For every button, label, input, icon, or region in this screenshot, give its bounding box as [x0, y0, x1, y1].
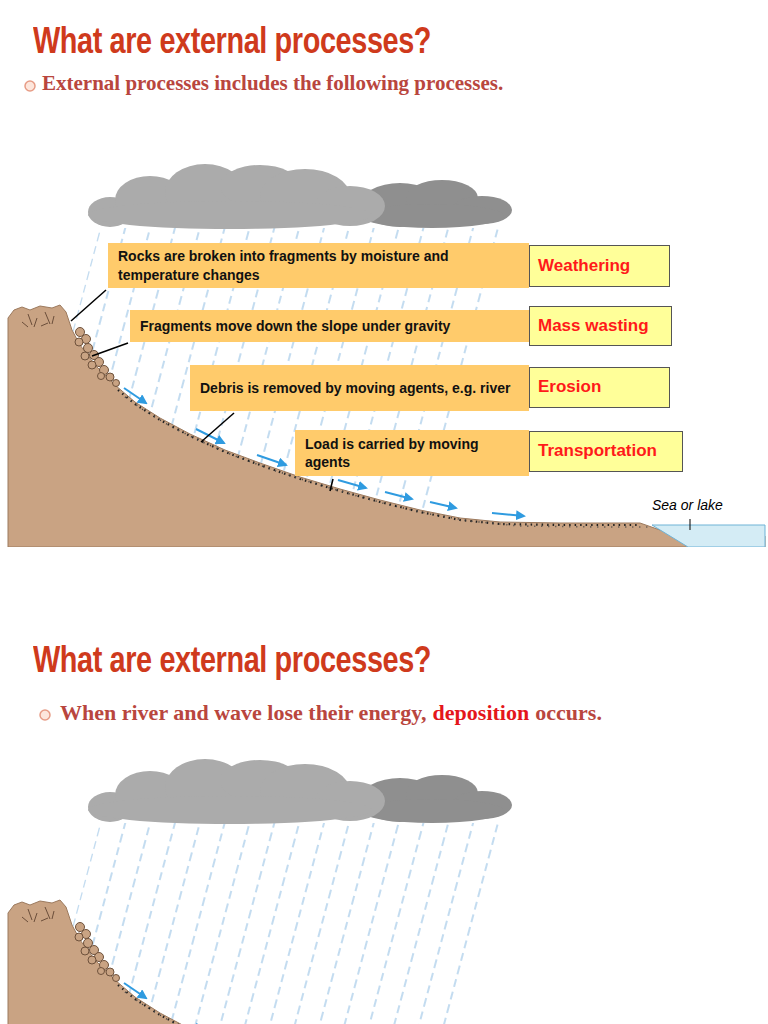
box-text: Mass wasting — [538, 316, 663, 336]
key-term: deposition — [433, 700, 530, 725]
bullet-marker — [40, 710, 50, 720]
bullet-text: occurs. — [535, 700, 602, 725]
bullet-marker — [25, 81, 35, 91]
process-description: Debris is removed by moving agents, e.g.… — [190, 365, 529, 411]
box-text: Load is carried by moving agents — [305, 435, 519, 471]
box-text: Rocks are broken into fragments by moist… — [118, 247, 519, 283]
bullet-text: When river and wave lose their energy, de… — [60, 700, 602, 726]
box-text: Transportation — [538, 441, 674, 461]
slide-title: What are external processes? — [33, 21, 431, 62]
box-text: Weathering — [538, 256, 661, 276]
leader-lines — [71, 290, 690, 530]
process-description: Load is carried by moving agents — [295, 430, 529, 476]
slide-title: What are external processes? — [33, 640, 431, 681]
process-description: Fragments move down the slope under grav… — [130, 310, 529, 342]
bullet-text: External processes includes the followin… — [42, 71, 503, 96]
process-term: Mass wasting — [529, 306, 672, 346]
process-term: Transportation — [529, 431, 683, 472]
process-term: Erosion — [529, 367, 670, 408]
box-text: Erosion — [538, 377, 661, 397]
box-text: Fragments move down the slope under grav… — [140, 317, 519, 335]
place-label: Sea or lake — [652, 497, 723, 513]
process-description: Rocks are broken into fragments by moist… — [108, 243, 529, 288]
bullet-text: When river and wave lose their energy, — [60, 700, 426, 725]
box-text: Debris is removed by moving agents, e.g.… — [200, 379, 519, 397]
process-term: Weathering — [529, 245, 670, 287]
